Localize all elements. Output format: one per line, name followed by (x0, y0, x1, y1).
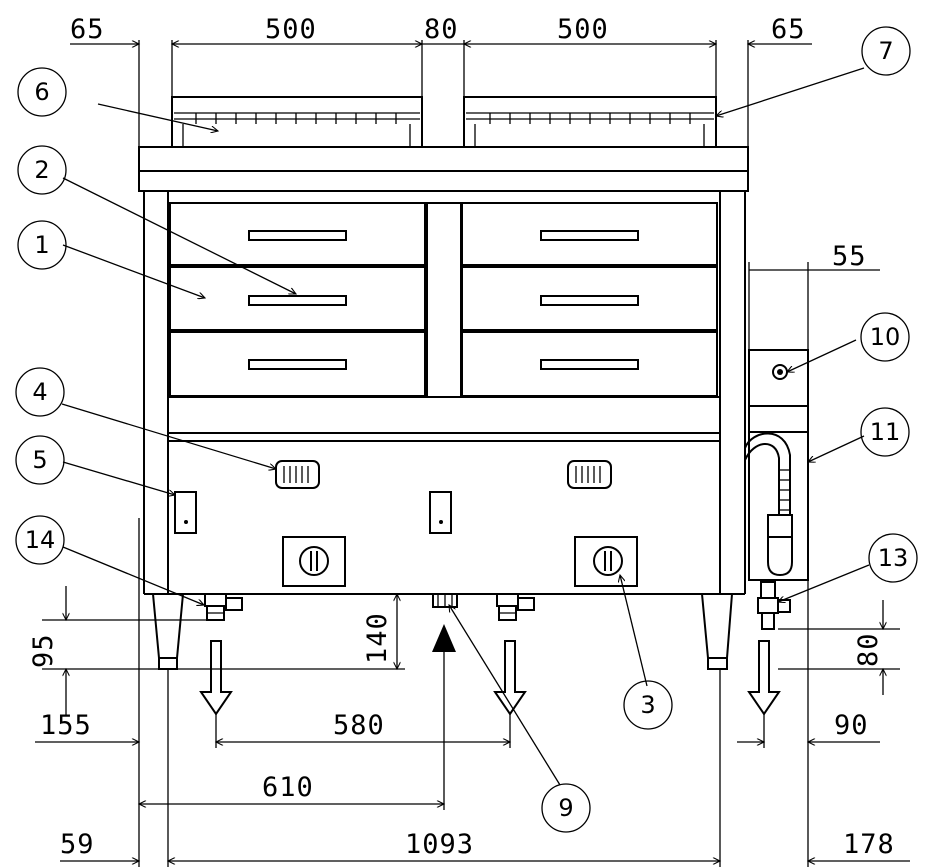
side-box (744, 349, 809, 630)
top-plate (138, 146, 749, 192)
callout-2: 2 (17, 145, 67, 195)
drawers (169, 202, 718, 397)
svg-text:6: 6 (34, 78, 49, 106)
callout-1: 1 (17, 220, 67, 270)
svg-text:2: 2 (34, 156, 49, 184)
svg-text:11: 11 (870, 418, 901, 446)
leader-lines (61, 67, 870, 786)
callout-13: 13 (868, 533, 918, 583)
callout-3: 3 (623, 680, 673, 730)
dim-drain-height: 140 (362, 612, 393, 664)
control-knobs (282, 536, 638, 587)
dim-top-gap: 80 (424, 14, 459, 45)
dim-top-left-width: 500 (265, 14, 317, 45)
dim-side-box-width: 55 (832, 241, 867, 272)
svg-text:9: 9 (558, 794, 573, 822)
svg-text:13: 13 (878, 544, 909, 572)
dim-right-extent: 178 (843, 829, 895, 860)
dimension-lines (35, 40, 910, 867)
dim-center-offset: 610 (262, 772, 314, 803)
vents (275, 460, 612, 489)
svg-text:1: 1 (34, 231, 49, 259)
svg-text:3: 3 (640, 691, 655, 719)
indicator-plates (174, 491, 452, 534)
dim-right-drain-offset: 90 (834, 710, 869, 741)
callout-4: 4 (15, 367, 65, 417)
callout-10: 10 (860, 312, 910, 362)
dim-top-left-margin: 65 (70, 14, 105, 45)
dim-left-extent: 59 (60, 829, 95, 860)
dim-left-drain-offset: 155 (40, 710, 92, 741)
drain-valves (204, 593, 535, 621)
svg-text:5: 5 (32, 446, 47, 474)
callout-5: 5 (15, 435, 65, 485)
callout-7: 7 (861, 26, 911, 76)
dimension-labels: 65 500 80 500 65 55 95 140 80 155 580 90… (28, 14, 895, 860)
svg-text:7: 7 (878, 37, 893, 65)
dim-left-offset: 95 (28, 633, 59, 668)
callout-11: 11 (860, 407, 910, 457)
dim-top-right-width: 500 (557, 14, 609, 45)
dim-right-offset: 80 (853, 632, 884, 667)
left-pan (171, 96, 423, 148)
right-pan (463, 96, 717, 148)
callout-6: 6 (17, 67, 67, 117)
dim-total-width: 1093 (405, 829, 474, 860)
svg-text:10: 10 (870, 323, 901, 351)
dim-drain-spacing: 580 (333, 710, 385, 741)
svg-text:4: 4 (32, 378, 47, 406)
dim-top-right-margin: 65 (771, 14, 806, 45)
drawer-handles (248, 230, 639, 370)
callout-14: 14 (15, 515, 65, 565)
callout-9: 9 (541, 783, 591, 833)
svg-text:14: 14 (25, 526, 56, 554)
